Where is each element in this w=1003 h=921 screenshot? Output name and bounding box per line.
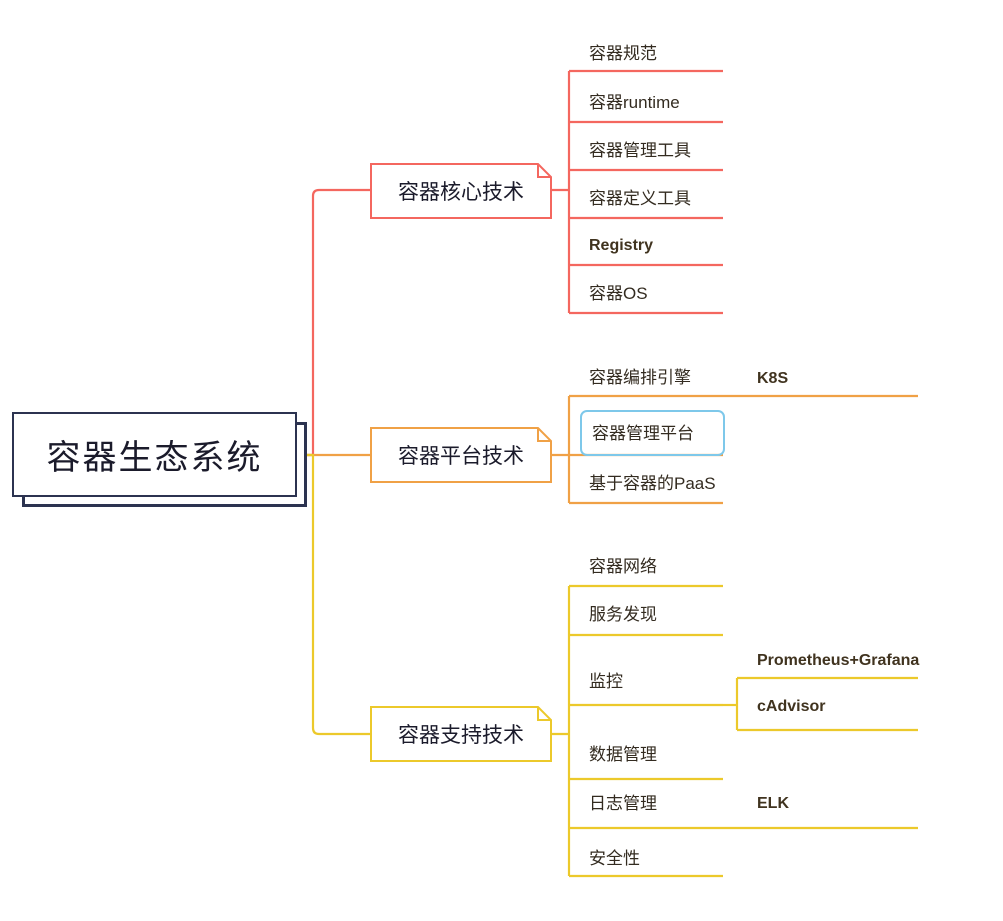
branch-node-platform[interactable]: 容器平台技术 — [370, 427, 552, 483]
leaf-core-container-runtime[interactable]: 容器runtime — [589, 93, 680, 112]
branch-node-support-label: 容器支持技术 — [398, 724, 524, 747]
folded-corner-shape-support — [370, 706, 552, 762]
root-node[interactable]: 容器生态系统 — [12, 412, 297, 497]
leaf-platform-container-mgmt-platform[interactable]: 容器管理平台 — [592, 424, 694, 443]
branch-node-core-label: 容器核心技术 — [398, 181, 524, 204]
branch-node-core[interactable]: 容器核心技术 — [370, 163, 552, 219]
leaf-support-container-network[interactable]: 容器网络 — [589, 557, 657, 576]
leaf-support-prometheus-grafana[interactable]: Prometheus+Grafana — [757, 652, 920, 669]
leaf-platform-container-paas[interactable]: 基于容器的PaaS — [589, 474, 716, 493]
leaf-core-container-mgmt-tool[interactable]: 容器管理工具 — [589, 141, 691, 160]
leaf-core-container-os[interactable]: 容器OS — [589, 284, 648, 303]
leaf-platform-k8s[interactable]: K8S — [757, 370, 789, 387]
leaf-support-security[interactable]: 安全性 — [589, 849, 640, 868]
leaf-platform-orchestration-engine[interactable]: 容器编排引擎 — [589, 368, 691, 387]
leaf-core-registry[interactable]: Registry — [589, 237, 654, 254]
root-node-label: 容器生态系统 — [46, 439, 263, 477]
folded-corner-shape-core — [370, 163, 552, 219]
leaf-support-elk[interactable]: ELK — [757, 795, 789, 812]
leaf-support-cadvisor[interactable]: cAdvisor — [757, 698, 826, 715]
leaf-support-data-management[interactable]: 数据管理 — [589, 745, 657, 764]
branch-node-platform-label: 容器平台技术 — [398, 445, 524, 468]
leaf-support-monitoring[interactable]: 监控 — [589, 672, 623, 691]
leaf-support-log-management[interactable]: 日志管理 — [589, 794, 657, 813]
folded-corner-shape-platform — [370, 427, 552, 483]
selection-highlight — [580, 410, 725, 456]
wire-root-to-support — [307, 453, 370, 736]
branch-node-support[interactable]: 容器支持技术 — [370, 706, 552, 762]
wire-root-to-core — [307, 188, 370, 457]
leaf-core-container-spec[interactable]: 容器规范 — [589, 44, 657, 63]
leaf-support-service-discovery[interactable]: 服务发现 — [589, 605, 657, 624]
leaf-core-container-def-tool[interactable]: 容器定义工具 — [589, 189, 691, 208]
